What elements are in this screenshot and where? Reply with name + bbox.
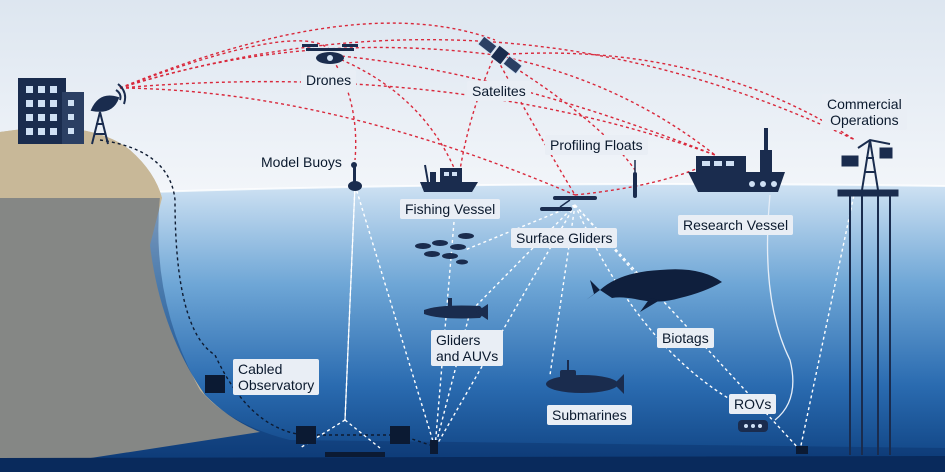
label-rovs: ROVs	[729, 394, 777, 414]
continental-slope	[0, 196, 945, 472]
satellite-icon	[477, 35, 523, 75]
fishing-vessel-icon	[420, 164, 478, 192]
air-links	[119, 22, 856, 196]
satellite-dish-icon	[90, 83, 127, 145]
seafloor-cable	[305, 434, 431, 446]
label-drones: Drones	[301, 70, 357, 90]
label-research-vessel: Research Vessel	[678, 215, 794, 235]
label-model-buoys: Model Buoys	[261, 154, 342, 170]
label-satellites: Satelites	[467, 81, 531, 101]
rov-tether	[766, 194, 794, 421]
research-vessel-icon	[688, 128, 785, 192]
oil-platform-icon	[837, 138, 899, 455]
fish-school-icon	[415, 233, 474, 265]
surface-glider-icon	[540, 196, 597, 211]
glider-auv-icon	[424, 298, 488, 320]
building-icon	[18, 78, 84, 144]
cabled-node-icon	[205, 375, 808, 457]
shore-cable	[99, 139, 306, 436]
label-biotags: Biotags	[657, 328, 714, 348]
label-fishing-vessel: Fishing Vessel	[400, 199, 501, 219]
buoy-mooring	[344, 184, 356, 421]
rov-icon	[738, 420, 768, 432]
label-cabled-observatory: Cabled Observatory	[233, 359, 320, 395]
drone-icon	[302, 44, 358, 64]
seafloor	[0, 456, 945, 472]
sea-surface-line	[149, 183, 945, 193]
label-commercial-operations: Commercial Operations	[822, 94, 907, 130]
coast-land	[0, 127, 260, 472]
buoy-icon	[348, 162, 362, 191]
profiling-float-icon	[633, 160, 637, 198]
label-surface-gliders: Surface Gliders	[511, 228, 618, 248]
ocean	[0, 184, 945, 472]
coast-top	[0, 127, 162, 198]
label-submarines: Submarines	[547, 405, 632, 425]
submarine-icon	[546, 360, 624, 394]
whale-icon	[586, 269, 722, 312]
label-profiling-floats: Profiling Floats	[545, 135, 648, 155]
label-gliders-and-auvs: Gliders and AUVs	[431, 330, 504, 366]
